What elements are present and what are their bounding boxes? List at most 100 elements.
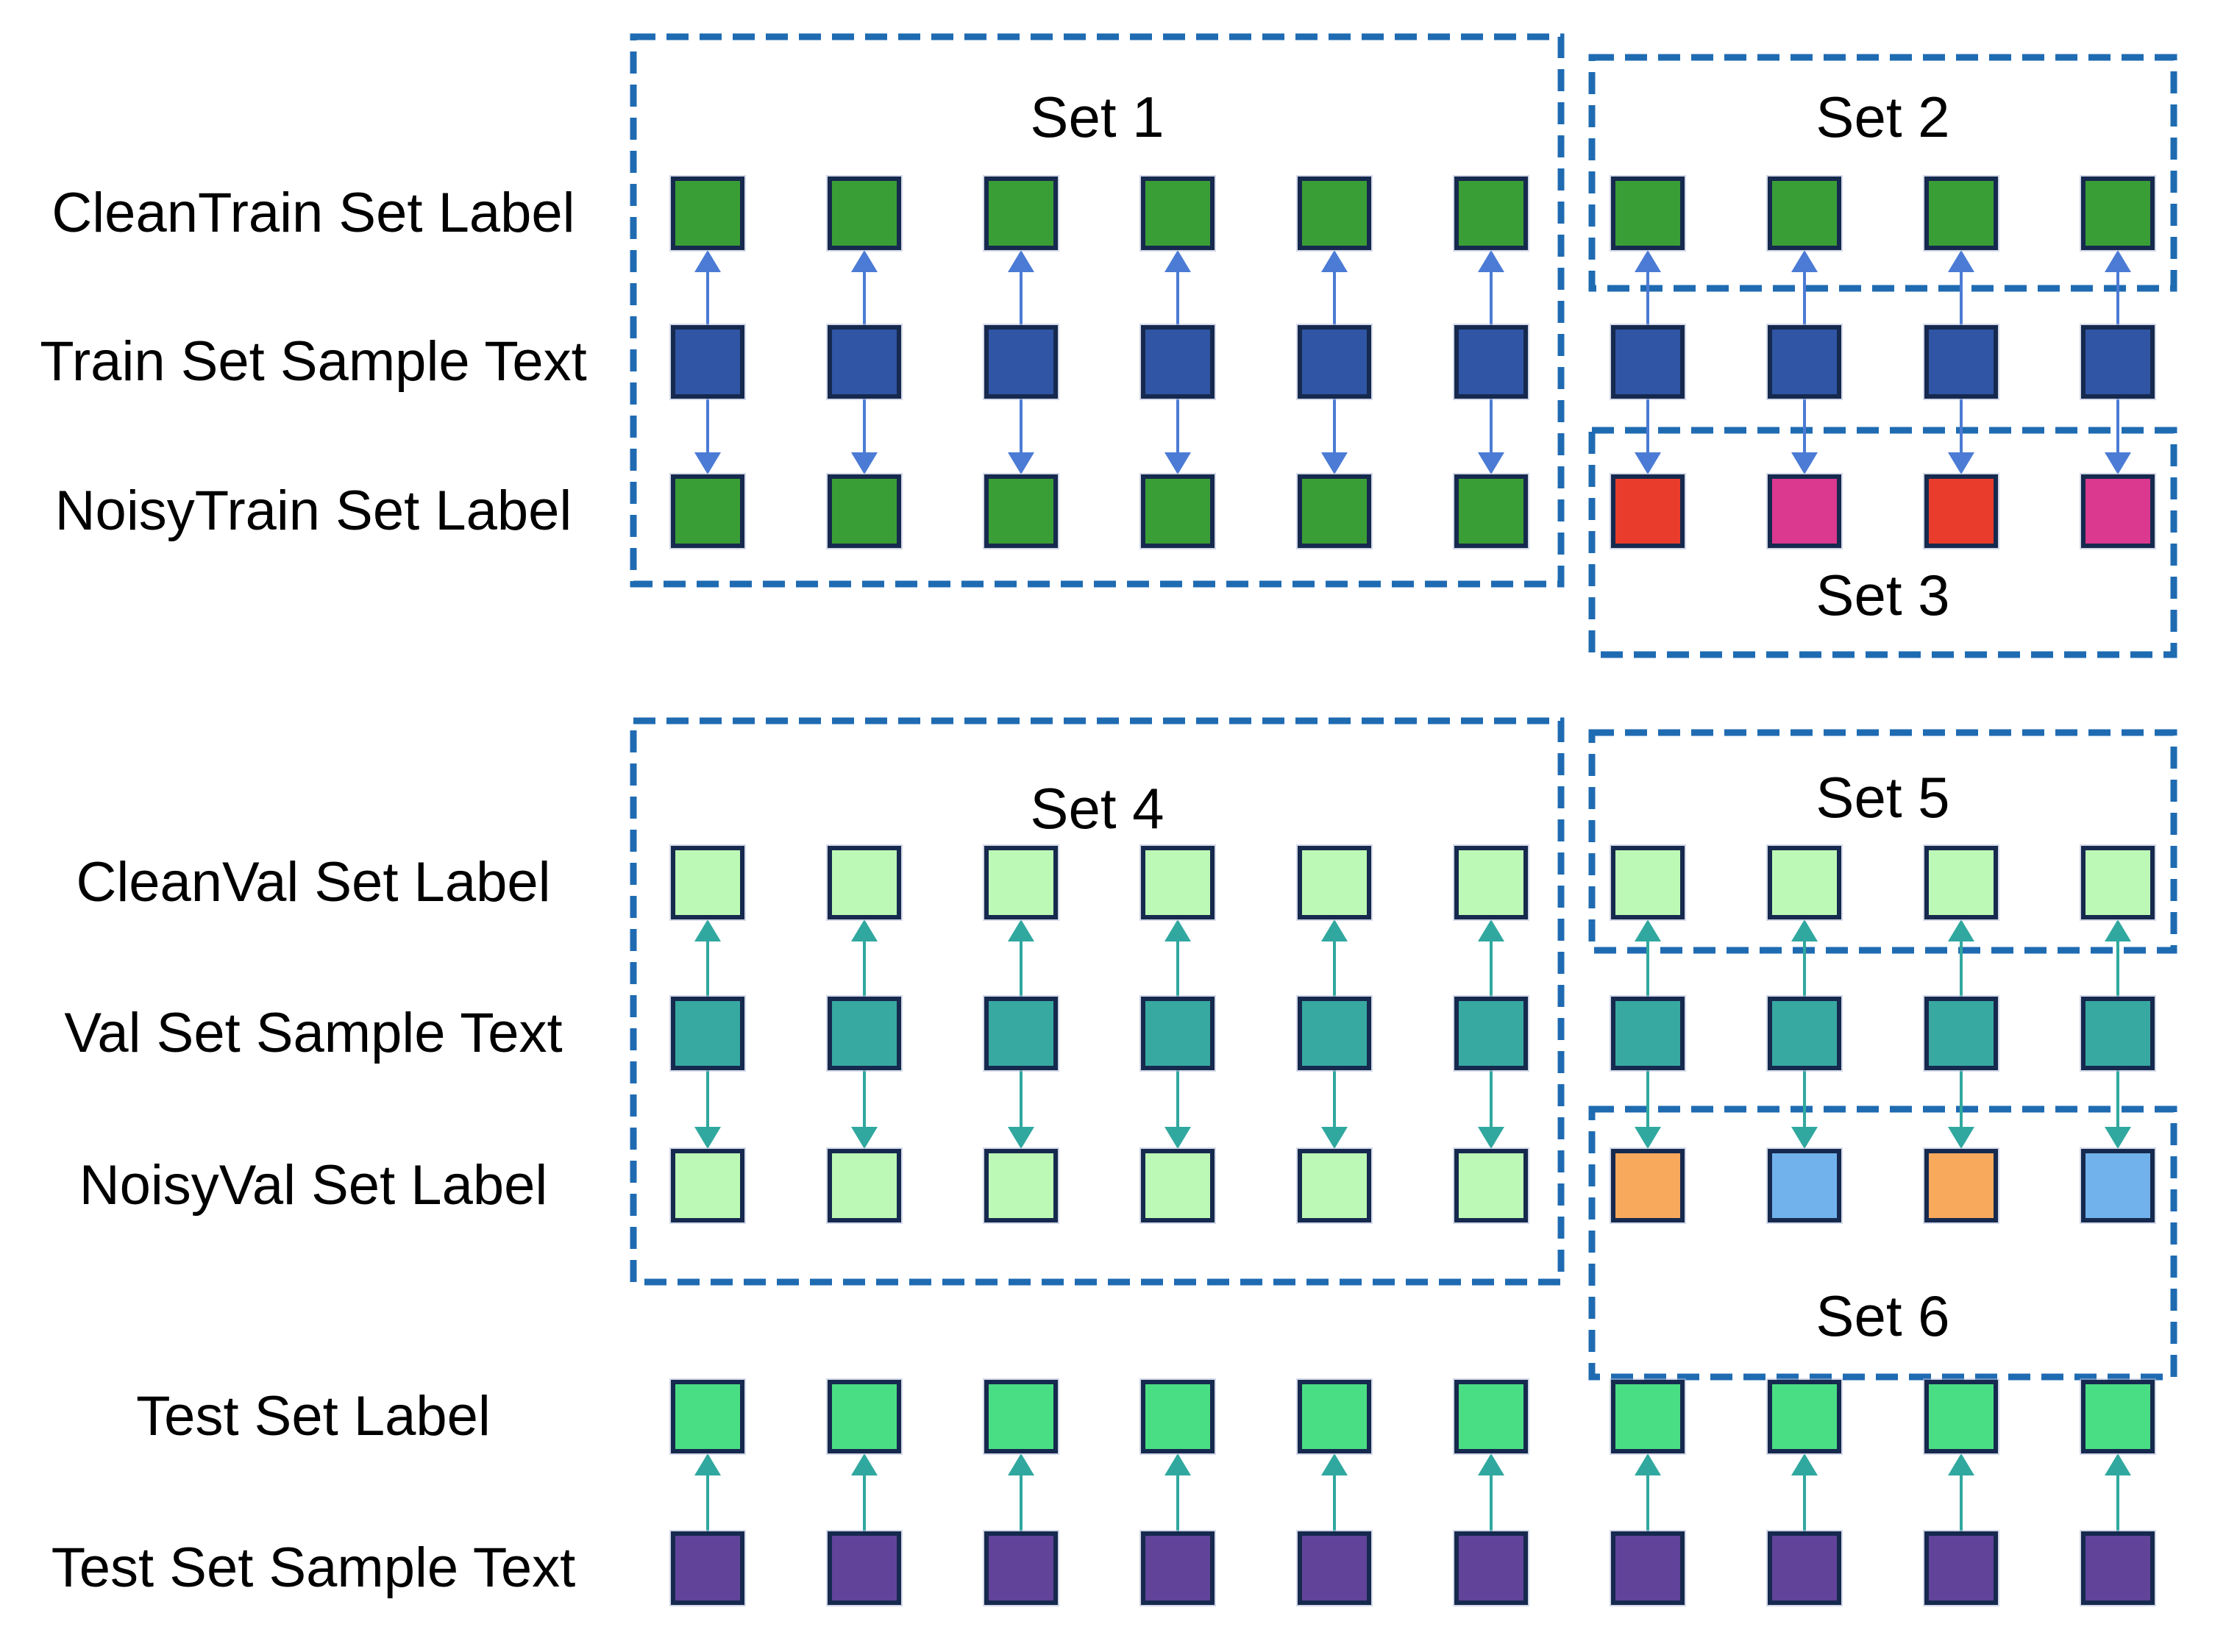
clean-train-square-10	[2081, 177, 2155, 250]
arrow-head-val_text-to-clean_val-col3	[1008, 919, 1034, 941]
val-text-square-3	[984, 997, 1058, 1070]
arrow-head-val_text-to-noisy_val-col4	[1164, 1127, 1191, 1149]
arrow-head-val_text-to-noisy_val-col9	[1948, 1127, 1974, 1149]
arrow-head-train_text-to-noisy_train-col6	[1478, 452, 1504, 474]
noisy-train-square-4	[1141, 474, 1215, 548]
noisy-train-square-7	[1611, 474, 1685, 548]
clean-train-square-4	[1141, 177, 1215, 250]
clean-val-square-10	[2081, 846, 2155, 919]
test-label-square-3	[984, 1380, 1058, 1453]
noisy-train-square-1	[671, 474, 744, 548]
arrow-head-train_text-to-clean_train-col4	[1164, 250, 1191, 272]
arrow-head-train_text-to-noisy_train-col5	[1321, 452, 1348, 474]
clean-val-square-4	[1141, 846, 1215, 919]
noisy-train-square-2	[828, 474, 901, 548]
test-text-square-7	[1611, 1531, 1685, 1605]
row-label-train-text: Train Set Sample Text	[40, 330, 587, 394]
set5-box	[1588, 729, 2177, 954]
test-label-square-6	[1454, 1380, 1528, 1453]
train-text-square-8	[1768, 325, 1841, 399]
arrow-head-train_text-to-clean_train-col9	[1948, 250, 1974, 272]
clean-val-square-1	[671, 846, 744, 919]
row-label-cleanval: CleanVal Set Label	[76, 851, 551, 914]
val-text-square-9	[1924, 997, 1998, 1070]
test-label-square-4	[1141, 1380, 1215, 1453]
noisy-val-square-3	[984, 1149, 1058, 1222]
arrow-head-test_text-to-test_label-col2	[851, 1453, 878, 1475]
train-text-square-4	[1141, 325, 1215, 399]
test-text-square-4	[1141, 1531, 1215, 1605]
arrow-head-train_text-to-clean_train-col8	[1791, 250, 1818, 272]
noisy-train-square-8	[1768, 474, 1841, 548]
arrow-head-val_text-to-noisy_val-col10	[2105, 1127, 2131, 1149]
clean-train-square-6	[1454, 177, 1528, 250]
set5-title: Set 5	[1816, 765, 1950, 830]
arrow-head-train_text-to-noisy_train-col9	[1948, 452, 1974, 474]
test-label-square-7	[1611, 1380, 1685, 1453]
arrow-head-train_text-to-clean_train-col3	[1008, 250, 1034, 272]
val-text-square-10	[2081, 997, 2155, 1070]
arrow-head-train_text-to-noisy_train-col8	[1791, 452, 1818, 474]
test-label-square-8	[1768, 1380, 1841, 1453]
noisy-train-square-6	[1454, 474, 1528, 548]
test-label-square-9	[1924, 1380, 1998, 1453]
noisy-val-square-2	[828, 1149, 901, 1222]
arrow-head-train_text-to-clean_train-col1	[694, 250, 721, 272]
noisy-train-square-9	[1924, 474, 1998, 548]
set2-box	[1588, 54, 2177, 292]
arrow-head-val_text-to-noisy_val-col5	[1321, 1127, 1348, 1149]
arrow-head-train_text-to-noisy_train-col7	[1635, 452, 1661, 474]
clean-train-square-3	[984, 177, 1058, 250]
val-text-square-4	[1141, 997, 1215, 1070]
clean-train-square-5	[1298, 177, 1371, 250]
noisy-val-square-5	[1298, 1149, 1371, 1222]
clean-val-square-3	[984, 846, 1058, 919]
noisy-val-square-4	[1141, 1149, 1215, 1222]
clean-val-square-8	[1768, 846, 1841, 919]
train-text-square-6	[1454, 325, 1528, 399]
test-text-square-5	[1298, 1531, 1371, 1605]
clean-val-square-7	[1611, 846, 1685, 919]
row-label-noisytrain: NoisyTrain Set Label	[54, 480, 572, 543]
train-text-square-1	[671, 325, 744, 399]
row-label-noisyval: NoisyVal Set Label	[79, 1154, 548, 1217]
row-label-cleantrain: CleanTrain Set Label	[51, 182, 575, 245]
noisy-val-square-8	[1768, 1149, 1841, 1222]
val-text-square-1	[671, 997, 744, 1070]
clean-val-square-2	[828, 846, 901, 919]
train-text-square-3	[984, 325, 1058, 399]
train-text-square-9	[1924, 325, 1998, 399]
arrow-head-test_text-to-test_label-col10	[2105, 1453, 2131, 1475]
test-label-square-5	[1298, 1380, 1371, 1453]
set6-title: Set 6	[1816, 1283, 1950, 1349]
arrow-head-val_text-to-clean_val-col7	[1635, 919, 1661, 941]
noisy-train-square-5	[1298, 474, 1371, 548]
noisy-val-square-7	[1611, 1149, 1685, 1222]
noisy-train-square-10	[2081, 474, 2155, 548]
test-text-square-2	[828, 1531, 901, 1605]
train-text-square-10	[2081, 325, 2155, 399]
arrow-head-train_text-to-clean_train-col10	[2105, 250, 2131, 272]
noisy-val-square-10	[2081, 1149, 2155, 1222]
val-text-square-2	[828, 997, 901, 1070]
clean-val-square-5	[1298, 846, 1371, 919]
clean-train-square-7	[1611, 177, 1685, 250]
arrow-head-test_text-to-test_label-col4	[1164, 1453, 1191, 1475]
arrow-head-test_text-to-test_label-col5	[1321, 1453, 1348, 1475]
arrow-head-val_text-to-noisy_val-col7	[1635, 1127, 1661, 1149]
clean-train-square-8	[1768, 177, 1841, 250]
clean-val-square-9	[1924, 846, 1998, 919]
arrow-head-test_text-to-test_label-col7	[1635, 1453, 1661, 1475]
noisy-val-square-1	[671, 1149, 744, 1222]
arrow-head-test_text-to-test_label-col1	[694, 1453, 721, 1475]
test-text-square-9	[1924, 1531, 1998, 1605]
arrow-head-val_text-to-clean_val-col8	[1791, 919, 1818, 941]
set2-title: Set 2	[1816, 85, 1950, 150]
arrow-head-val_text-to-clean_val-col2	[851, 919, 878, 941]
train-text-square-5	[1298, 325, 1371, 399]
arrow-head-train_text-to-clean_train-col6	[1478, 250, 1504, 272]
test-label-square-1	[671, 1380, 744, 1453]
test-text-square-3	[984, 1531, 1058, 1605]
arrow-head-val_text-to-noisy_val-col2	[851, 1127, 878, 1149]
